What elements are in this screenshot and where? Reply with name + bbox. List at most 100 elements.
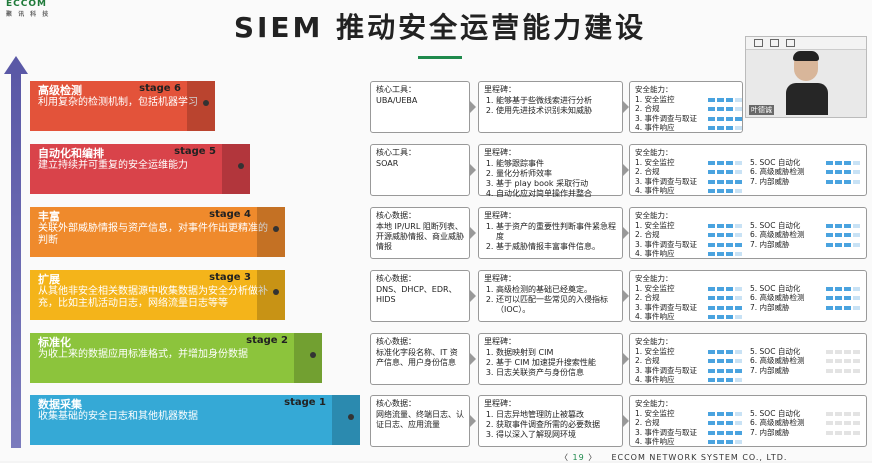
- core-tool-box: 核心数据： 网络流量、终端日志、认证日志、应用流量: [370, 395, 476, 447]
- capability-label: 安全能力：: [635, 399, 673, 408]
- stage-description: 关联外部威胁情报与资产信息，对事件作出更精准的判断: [38, 223, 268, 246]
- video-toolbar: [746, 37, 866, 50]
- milestone-box: 里程碑：数据映射到 CIM基于 CIM 加速提升搜索性能日志关联资产与身份信息: [478, 333, 629, 385]
- capability-item: 7. 内部威胁: [750, 176, 790, 186]
- core-tool-label: 核心工具：: [376, 148, 416, 157]
- capability-item: 1. 安全监控: [635, 408, 675, 418]
- arrow-right-icon: [469, 352, 476, 366]
- core-tool-value: 本地 IP/URL 阻断列表、开源威胁情报、商业威胁情报: [376, 222, 464, 251]
- arrow-right-icon: [469, 100, 476, 114]
- layout-icon[interactable]: [754, 39, 763, 47]
- milestone-label: 里程碑：: [484, 148, 516, 157]
- stage-number: stage 2: [246, 335, 288, 346]
- capability-item: 5. SOC 自动化: [750, 283, 801, 293]
- capability-level-bars: [826, 148, 862, 186]
- capability-item: 7. 内部威胁: [750, 427, 790, 437]
- stage-description: 收集基础的安全日志和其他机器数据: [38, 411, 198, 422]
- core-tool-value: 标准化字段名称、IT 资产信息、用户身份信息: [376, 348, 458, 367]
- capability-item: 1. 安全监控: [635, 220, 675, 230]
- capability-item: 2. 合规: [635, 356, 660, 365]
- company-logo: ECCOM 聚 讯 科 技: [6, 0, 50, 19]
- core-tool-label: 核心数据：: [376, 337, 416, 346]
- milestone-label: 里程碑：: [484, 85, 516, 94]
- capability-item: 1. 安全监控: [635, 94, 675, 104]
- arrow-right-icon: [622, 163, 629, 177]
- milestone-item: 能够跟踪事件: [496, 159, 617, 169]
- core-tool-box: 核心数据： 标准化字段名称、IT 资产信息、用户身份信息: [370, 333, 476, 385]
- stage-marker-dot: [203, 100, 209, 106]
- capability-item: 5. SOC 自动化: [750, 408, 801, 418]
- milestone-label: 里程碑：: [484, 211, 516, 220]
- milestone-box: 里程碑：能够跟踪事件量化分析师效率基于 play book 采取行动自动化应对简…: [478, 144, 629, 198]
- arrow-right-icon: [469, 414, 476, 428]
- capability-item: 2. 合规: [635, 230, 660, 239]
- milestone-label: 里程碑：: [484, 337, 516, 346]
- milestone-item: 能够基于些微线索进行分析: [496, 96, 617, 106]
- core-tool-box: 核心工具：UBA/UEBA: [370, 81, 476, 133]
- capability-item: 4. 事件响应: [635, 249, 675, 258]
- capability-label: 安全能力：: [635, 337, 673, 346]
- capability-item: 4. 事件响应: [635, 312, 675, 321]
- stage-title: 扩展: [38, 273, 60, 286]
- window-icon[interactable]: [770, 39, 779, 47]
- next-page-button[interactable]: 〉: [588, 453, 598, 462]
- stage-marker-dot: [348, 414, 354, 420]
- milestone-item: 日志异地管理防止被篡改: [496, 410, 617, 420]
- capability-item: 3. 事件调查与取证: [635, 113, 698, 123]
- title-underline: [418, 56, 462, 59]
- capability-item: 4. 事件响应: [635, 375, 675, 384]
- arrow-right-icon: [622, 414, 629, 428]
- stage-description: 利用复杂的检测机制，包括机器学习: [38, 97, 198, 108]
- core-tool-label: 核心数据：: [376, 399, 416, 408]
- arrow-right-icon: [469, 226, 476, 240]
- core-tool-label: 核心数据：: [376, 211, 416, 220]
- stage-title: 自动化和编排: [38, 147, 104, 160]
- milestone-item: 基于 CIM 加速提升搜索性能: [496, 358, 617, 368]
- milestone-item: 基于威胁情报丰富事件信息。: [496, 242, 617, 252]
- capability-item: 4. 事件响应: [635, 123, 675, 132]
- milestone-item: 量化分析师效率: [496, 169, 617, 179]
- stage-title: 丰富: [38, 210, 60, 223]
- capability-item: 5. SOC 自动化: [750, 220, 801, 230]
- capability-item: 3. 事件调查与取证: [635, 302, 698, 312]
- capability-level-bars: [826, 399, 862, 437]
- capability-level-bars: [826, 337, 862, 375]
- capability-item: 3. 事件调查与取证: [635, 176, 698, 186]
- stage-title: 高级检测: [38, 84, 82, 97]
- capability-item: 4. 事件响应: [635, 437, 675, 446]
- prev-page-button[interactable]: 〈: [560, 453, 569, 462]
- capability-item: 5. SOC 自动化: [750, 346, 801, 356]
- core-tool-value: 网络流量、终端日志、认证日志、应用流量: [376, 410, 464, 429]
- logo-subtext: 聚 讯 科 技: [6, 11, 51, 18]
- stage-number: stage 3: [209, 272, 251, 283]
- capability-item: 7. 内部威胁: [750, 365, 790, 375]
- grid-icon[interactable]: [786, 39, 795, 47]
- capability-item: 2. 合规: [635, 167, 660, 176]
- milestone-item: 还可以匹配一些常见的入侵指标（IOC）。: [496, 295, 617, 315]
- arrow-right-icon: [622, 289, 629, 303]
- milestone-item: 获取事件调查所需的必要数据: [496, 420, 617, 430]
- core-tool-value: DNS、DHCP、EDR、HIDS: [376, 285, 457, 304]
- capability-label: 安全能力：: [635, 211, 673, 220]
- capability-level-bars: [826, 211, 862, 249]
- video-feed[interactable]: 叶德诚: [745, 36, 867, 118]
- core-tool-value: SOAR: [376, 159, 399, 168]
- slide-footer: 〈 19 〉 ECCOM NETWORK SYSTEM CO., LTD.: [560, 452, 787, 463]
- milestone-item: 使用先进技术识别未知威胁: [496, 106, 617, 116]
- core-tool-box: 核心数据： 本地 IP/URL 阻断列表、开源威胁情报、商业威胁情报: [370, 207, 476, 259]
- capability-item: 1. 安全监控: [635, 157, 675, 167]
